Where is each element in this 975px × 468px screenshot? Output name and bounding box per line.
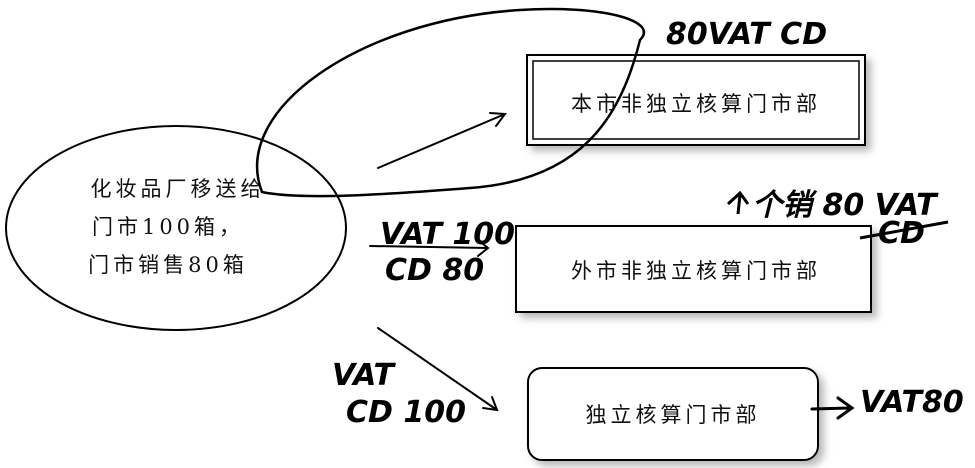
source-line-1: 化妆品厂移送给 [91,177,266,201]
annotation-vat-100: VAT 100 [380,217,515,252]
target-local-store: 本市非独立核算门市部 [526,54,866,146]
target-independent-store: 独立核算门市部 [527,367,819,461]
source-node: 化妆品厂移送给 门市100箱， 门市销售80箱 [5,125,347,331]
annotation-vat: VAT [332,358,397,393]
up-arrow-icon [726,190,750,215]
annotation-cd-80: CD 80 [385,253,484,288]
arrow-independent-result [810,396,855,420]
target-other-city-store: 外市非独立核算门市部 [515,225,872,313]
source-line-3: 门市销售80箱 [88,253,248,277]
source-line-2: 门市100箱， [92,215,244,239]
annotation-cd-struck: CD [878,216,925,251]
arrow-to-local [377,112,507,169]
annotation-cd-100: CD 100 [346,395,466,430]
annotation-local: 80VAT CD [666,17,827,52]
arrow-to-other-city [369,239,490,257]
target-label: 本市非独立核算门市部 [571,92,821,116]
loop-circle [255,7,646,198]
target-label: 独立核算门市部 [586,403,761,427]
arrow-to-independent [377,327,499,412]
annotation-sale-80-vat: 个销 80 VAT [752,188,939,223]
strike-line [859,220,949,240]
annotation-vat-80: VAT80 [860,385,964,420]
target-label: 外市非独立核算门市部 [571,259,821,283]
